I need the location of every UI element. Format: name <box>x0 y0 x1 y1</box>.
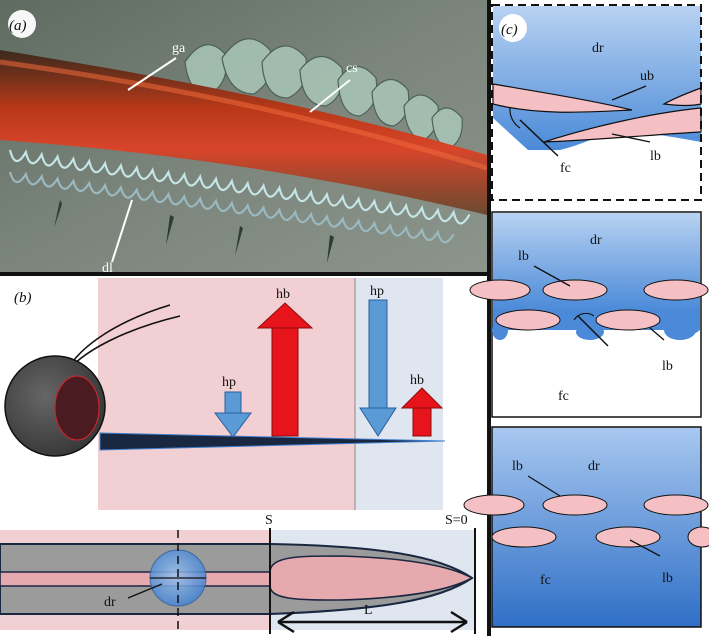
panel-b-label: (b) <box>14 290 32 306</box>
cell-m3 <box>643 279 709 301</box>
label-c-top-ub: ub <box>640 69 654 84</box>
label-S: S <box>265 513 273 528</box>
hp-arrow-left <box>214 391 252 438</box>
panel-c-label: (c) <box>501 22 518 38</box>
cell-b2 <box>542 494 608 516</box>
label-dr: dr <box>104 595 116 610</box>
label-hb-left: hb <box>276 287 290 302</box>
label-dl: dl <box>102 261 113 276</box>
hb-arrow-right <box>400 387 444 437</box>
cell-m2 <box>542 279 608 301</box>
label-c-top-fc: fc <box>560 161 571 176</box>
label-L: L <box>364 603 373 618</box>
label-c-mid-lb-top: lb <box>518 249 529 264</box>
label-c-bot-lb-right: lb <box>662 571 673 586</box>
panel-c-bottom: lb dr lb fc <box>463 426 709 628</box>
blue-region <box>355 278 443 510</box>
cell-nucleus <box>54 375 100 441</box>
cell-m5 <box>595 309 661 331</box>
cell-m1 <box>469 279 531 301</box>
label-S0: S=0 <box>445 513 468 528</box>
cell-b3 <box>643 494 709 516</box>
label-c-mid-fc: fc <box>558 389 569 404</box>
cell-b5 <box>595 526 661 548</box>
panel-c-top: (c) dr ub fc lb <box>491 4 702 201</box>
hp-arrow-right <box>359 299 397 437</box>
hb-arrow-left <box>256 302 314 437</box>
inner-core <box>0 555 474 601</box>
panel-b: hp hb hp hb (b) S S=0 dr L <box>0 276 487 636</box>
label-c-mid-lb-right: lb <box>662 359 673 374</box>
helical-coils <box>8 149 471 244</box>
label-ga: ga <box>172 41 186 56</box>
label-c-top-dr: dr <box>592 41 604 56</box>
cell-b1 <box>463 494 525 516</box>
label-c-bot-dr: dr <box>588 459 600 474</box>
label-c-top-lb: lb <box>650 149 661 164</box>
lower-cell <box>543 107 702 143</box>
panel-c-middle: lb dr lb fc <box>469 211 709 418</box>
label-hp-right: hp <box>370 284 384 299</box>
label-c-mid-dr: dr <box>590 233 602 248</box>
cell-m4 <box>495 309 561 331</box>
cell-b4 <box>491 526 557 548</box>
label-cs: cs <box>346 61 358 76</box>
label-c-bot-lb-top: lb <box>512 459 523 474</box>
label-hb-right: hb <box>410 373 424 388</box>
strand-ga <box>0 50 487 215</box>
panel-a-label: (a) <box>9 18 27 34</box>
label-hp-left: hp <box>222 375 236 390</box>
label-c-bot-fc: fc <box>540 573 551 588</box>
stalk <box>99 432 446 451</box>
panel-a: ga cs dl (a) <box>0 0 488 276</box>
cell-b6 <box>687 526 709 548</box>
panel-c: (c) dr ub fc lb lb <box>463 0 709 636</box>
upper-cell-top <box>492 83 633 113</box>
ub-cell <box>662 87 702 107</box>
